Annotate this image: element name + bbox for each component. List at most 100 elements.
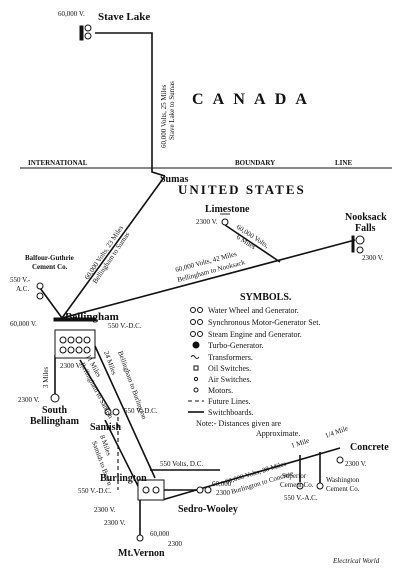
place-washington-company: Cement Co.: [326, 485, 360, 493]
legend-item: Air Switches.: [193, 375, 252, 384]
voltage-label: A.C.: [16, 285, 29, 293]
line-label-dc: 550 Volts, D.C.: [160, 460, 203, 468]
legend-label: Switchboards.: [208, 408, 254, 417]
bellingham-substation: [54, 329, 96, 359]
boundary-middle: BOUNDARY: [235, 159, 275, 167]
place-sumas: Sumas: [160, 174, 188, 185]
legend-item: Oil Switches.: [193, 364, 251, 373]
legend-item: Switchboards.: [188, 408, 254, 417]
voltage-label: 60,000 V.: [58, 10, 85, 18]
boundary-left: INTERNATIONAL: [28, 159, 88, 167]
generator-icon: [356, 246, 364, 254]
motor-icon: [296, 482, 304, 490]
synchronous-motor-generator-icon: [197, 319, 203, 325]
motor-icon: [36, 292, 44, 300]
legend-item: Motors.: [193, 386, 233, 395]
legend-label: Turbo-Generator.: [208, 341, 263, 350]
line-label-stave-sumas: 60,000 Volts, 25 Miles: [160, 84, 168, 148]
legend-item: Water Wheel and Generator.: [190, 306, 299, 315]
switchboard-icon: [79, 25, 84, 41]
place-balfour: Balfour-Guthrie: [25, 254, 74, 262]
legend-label: Motors.: [208, 386, 233, 395]
line-label-quarter-mile: 1/4 Mile: [324, 424, 349, 440]
synchronous-motor-generator-icon: [112, 408, 120, 416]
place-concrete: Concrete: [350, 442, 389, 453]
steam-engine-icon: [190, 331, 196, 337]
synchronous-motor-generator-icon: [152, 486, 160, 494]
transformer-icon: [36, 282, 44, 290]
legend-item: Turbo-Generator.: [192, 341, 263, 350]
voltage-label: 2300 V.: [104, 519, 126, 527]
synchronous-motor-generator-icon: [75, 336, 83, 344]
station-symbols: [36, 24, 365, 542]
voltage-label: 2300 V.: [362, 254, 384, 262]
voltage-label: 550 V.-A.C.: [284, 494, 318, 502]
synchronous-motor-generator-icon: [67, 336, 75, 344]
place-superior: Superior: [282, 472, 307, 480]
transformer-icon: [136, 534, 144, 542]
legend-label: Future Lines.: [208, 397, 251, 406]
generator-icon: [197, 331, 203, 337]
legend-label: Transformers.: [208, 353, 253, 362]
legend-label: Oil Switches.: [208, 364, 251, 373]
place-south: South: [42, 405, 67, 416]
line-bellingham-to-sumas: [61, 175, 166, 319]
steam-engine-icon: [75, 346, 83, 354]
line-to-limestone: [224, 224, 281, 263]
legend-label: Air Switches.: [208, 375, 252, 384]
voltage-label: 2300: [216, 489, 231, 497]
legend-item: Steam Engine and Generator.: [190, 330, 302, 339]
voltage-label: 2300 V.: [60, 362, 82, 370]
line-bellingham-to-burlington: [89, 334, 156, 479]
place-nooksack: Nooksack: [345, 212, 387, 223]
burlington-substation: [137, 479, 165, 501]
place-south-bellingham: Bellingham: [30, 416, 80, 427]
boundary-right: LINE: [335, 159, 352, 167]
voltage-label: 2300 V.: [345, 460, 367, 468]
place-sedro-wooley: Sedro-Wooley: [178, 504, 238, 515]
water-wheel-icon: [355, 235, 365, 245]
synchronous-motor-generator-icon: [83, 336, 91, 344]
line-stave-to-sumas: [95, 32, 166, 177]
legend-item: Synchronous Motor-Generator Set.: [190, 318, 320, 327]
voltage-label: 60,000: [150, 530, 170, 538]
voltage-label: 60,000: [212, 480, 232, 488]
turbo-generator-icon: [50, 393, 60, 403]
place-nooksack-falls: Falls: [355, 223, 376, 234]
place-burlington: Burlington: [100, 473, 147, 484]
motor-icon: [193, 387, 199, 393]
legend-item: Transformers.: [190, 353, 253, 362]
synchronous-motor-generator-icon: [59, 336, 67, 344]
legend-note: Note:- Distances given are: [196, 419, 282, 428]
steam-engine-icon: [67, 346, 75, 354]
place-washington: Washington: [326, 476, 360, 484]
place-stave-lake: Stave Lake: [98, 11, 150, 23]
legend: SYMBOLS. Water Wheel and Generator. Sync…: [188, 292, 320, 438]
synchronous-motor-generator-icon: [104, 408, 112, 416]
voltage-label: 550 V.-D.C.: [124, 407, 158, 415]
line-label-stave-sumas-route: Stave Lake to Sumas: [168, 81, 176, 140]
voltage-label: 550 V.-D.C.: [108, 322, 142, 330]
switchboard-icon: [53, 317, 97, 322]
place-samish: Samish: [90, 422, 122, 433]
region-canada: C A N A D A: [192, 91, 310, 108]
legend-label: Steam Engine and Generator.: [208, 330, 302, 339]
water-wheel-icon: [84, 24, 92, 32]
place-limestone: Limestone: [205, 204, 250, 215]
place-mt-vernon: Mt.Vernon: [118, 548, 165, 559]
voltage-label: 2300 V.: [18, 396, 40, 404]
voltage-label: 60,000 V.: [10, 320, 37, 328]
synchronous-motor-generator-icon: [142, 486, 150, 494]
voltage-label: 550 V.-D.C.: [78, 487, 112, 495]
voltage-label: 2300: [168, 540, 183, 548]
line-bellingham-to-nooksack: [61, 239, 356, 319]
region-united-states: UNITED STATES: [178, 182, 306, 197]
transformer-icon: [204, 486, 212, 494]
steam-engine-icon: [59, 346, 67, 354]
place-balfour-company: Cement Co.: [32, 263, 68, 271]
credit-electrical-world: Electrical World: [332, 557, 380, 565]
legend-note-approximate: Approximate.: [256, 429, 300, 438]
voltage-label: 2300 V.: [94, 506, 116, 514]
legend-label: Water Wheel and Generator.: [208, 306, 299, 315]
